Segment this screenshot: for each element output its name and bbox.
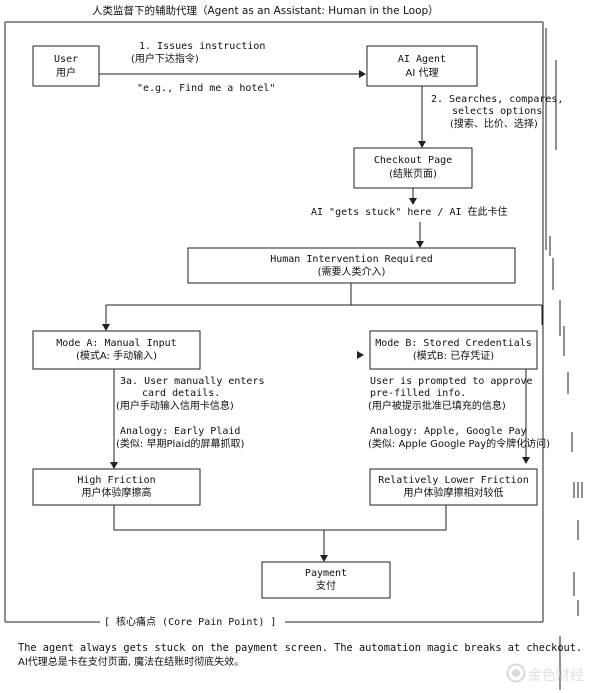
high-friction-label-zh: 用户体验摩擦高 [81,488,152,499]
pain-point-header: [ 核心痛点 (Core Pain Point) ] [104,617,277,628]
mode-b-box [369,330,538,370]
step1-label-zh: (用户下达指令) [131,54,199,65]
coin-icon [506,663,526,683]
payment-label: Payment [304,568,348,579]
watermark-text: 金色财经 [528,668,584,684]
arrowhead-to-low-friction [522,457,530,464]
ai-agent-box [366,45,478,87]
pain-point-text: The agent always gets stuck on the payme… [18,642,583,654]
step2-line2: selects options [452,106,543,117]
mode-a-label-zh: (模式A: 手动输入) [75,351,157,362]
step2-line1: 2. Searches, compares, [431,94,564,105]
mode-b-label-zh: (模式B: 已存凭证) [412,351,495,362]
intervention-label-zh: (需要人类介入) [317,267,386,278]
user-label-zh: 用户 [56,68,76,79]
checkout-label-zh: (结账页面) [389,169,437,180]
mode-b-analogy: Analogy: Apple, Google Pay [370,426,527,437]
mode-a-step-line2: card details. [142,388,221,399]
user-label: User [53,54,79,65]
mode-b-analogy-zh: (类似: Apple Google Pay的令牌化访问) [368,439,551,450]
arrowhead-to-checkout [418,141,426,148]
payment-label-zh: 支付 [316,581,336,592]
arrowhead-to-high-friction [110,462,118,469]
step1-label: 1. Issues instruction [139,41,266,52]
watermark-logo: 金色财经 [504,662,600,684]
diagram-title: 人类监督下的辅助代理（Agent as an Assistant: Human … [92,5,439,17]
mode-b-step-line1: User is prompted to approve [370,376,533,387]
mode-a-analogy: Analogy: Early Plaid [120,426,241,437]
stuck-note: AI "gets stuck" here / AI 在此卡住 [311,207,508,218]
pain-point-text-zh: AI代理总是卡在支付页面, 魔法在结账时彻底失效。 [18,657,245,668]
mode-a-box [32,330,201,370]
mode-b-step-line2: pre-filled info. [370,388,467,399]
mode-a-step-line1: 3a. User manually enters [120,376,265,387]
mode-a-step-zh: (用户手动输入信用卡信息) [116,401,234,412]
arrowhead-to-mode-b [357,351,364,359]
arrowhead-to-mode-a [102,324,110,331]
arrowhead-to-stuck [409,198,417,205]
arrowhead-to-payment [320,555,328,562]
high-friction-box [32,468,201,506]
mode-a-analogy-zh: (类似: 早期Plaid的屏幕抓取) [116,439,245,450]
step1-example: "e.g., Find me a hotel" [137,83,276,94]
arrowhead-to-intervention [416,241,424,248]
mode-b-label: Mode B: Stored Credentials [375,338,532,349]
user-box [32,45,100,87]
checkout-label: Checkout Page [373,155,453,166]
payment-box [261,561,391,599]
ai-agent-label: AI Agent [397,54,447,65]
mode-a-label: Mode A: Manual Input [56,338,177,349]
intervention-label: Human Intervention Required [270,254,433,265]
low-friction-label-zh: 用户体验摩擦相对较低 [403,488,504,499]
arrowhead-to-agent [359,70,366,78]
low-friction-box [369,468,538,506]
low-friction-label: Relatively Lower Friction [378,475,529,486]
step2-label-zh: (搜索、比价、选择) [450,119,538,130]
ai-agent-label-zh: AI 代理 [405,68,439,79]
mode-b-step-zh: (用户被提示批准已填充的信息) [368,401,506,412]
high-friction-label: High Friction [77,475,156,486]
